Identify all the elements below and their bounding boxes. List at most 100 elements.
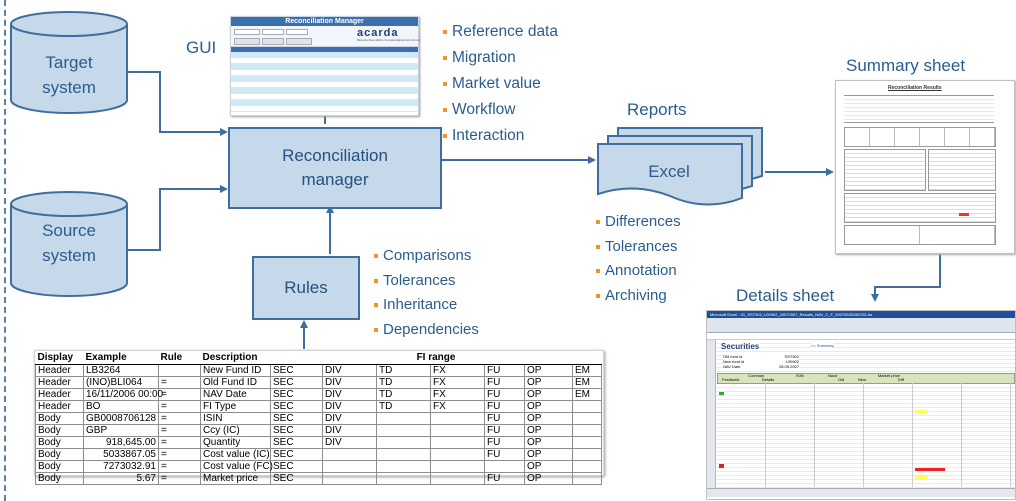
- table-cell: DIV: [322, 412, 377, 425]
- table-cell: Body: [35, 436, 84, 449]
- table-cell: FU: [484, 424, 525, 437]
- excel-label: Excel: [648, 162, 690, 181]
- table-cell: (INO)BLI064: [83, 376, 159, 389]
- table-cell: LB3264: [83, 364, 159, 377]
- arrow-target-to-manager: [127, 71, 228, 136]
- table-cell: Quantity: [200, 436, 271, 449]
- table-cell: 16/11/2006 00:00: [83, 388, 163, 401]
- details-summary-link[interactable]: << Summary: [811, 343, 834, 348]
- table-cell: =: [158, 436, 201, 449]
- table-cell: GB0008706128: [83, 412, 159, 425]
- table-cell: TD: [376, 388, 431, 401]
- table-cell: 5033867.05: [83, 448, 159, 461]
- table-cell: [376, 436, 431, 449]
- gui-thumb-title: Reconciliation Manager: [231, 17, 418, 26]
- table-cell: EM: [571, 376, 603, 389]
- col-subheader: Positionid: [722, 377, 740, 382]
- source-system: Source system: [8, 190, 130, 300]
- table-cell: =: [158, 388, 201, 401]
- table-cell: SEC: [270, 472, 323, 485]
- excel-bullet: Archiving: [596, 286, 681, 311]
- table-cell: FX: [430, 400, 485, 413]
- table-cell: FU: [484, 448, 525, 461]
- table-cell: =: [158, 448, 201, 461]
- table-cell: [322, 460, 377, 473]
- table-cell: [322, 448, 377, 461]
- table-cell: [376, 472, 431, 485]
- gui-thumb-logo-sub: Benutzerfreundliche Komplexitätsbeherrsc…: [357, 38, 421, 42]
- details-sheet-thumbnail: Microsoft Excel - 01_SST902_L00902_20070…: [706, 310, 1016, 500]
- table-cell: [376, 448, 431, 461]
- field-label: Old fund id: [723, 354, 743, 359]
- table-cell: DIV: [322, 400, 377, 413]
- source-system-line-1: Source: [42, 221, 96, 240]
- table-cell: OP: [524, 448, 573, 461]
- summary-thumb-title: Reconciliation Results: [888, 85, 942, 91]
- gui-thumb-logo: acarda: [357, 27, 399, 39]
- table-cell: EM: [571, 364, 603, 377]
- rules-table: Display Example Rule Description FI rang…: [35, 351, 603, 485]
- col-header: FI range: [270, 351, 602, 365]
- details-sheet-title: Securities: [721, 342, 760, 351]
- table-cell: New Fund ID: [200, 364, 271, 377]
- target-system-cylinder-icon: [10, 11, 128, 114]
- gui-bullet-list: Reference data Migration Market value Wo…: [443, 22, 558, 152]
- col-header: Market price: [878, 373, 901, 378]
- table-cell: [376, 460, 431, 473]
- gui-bullet: Reference data: [443, 22, 558, 48]
- reconciliation-manager-line-1: Reconciliation: [282, 146, 388, 165]
- table-cell: FU: [484, 376, 525, 389]
- table-cell: OP: [524, 388, 573, 401]
- table-cell: [571, 412, 603, 425]
- table-cell: OP: [524, 400, 573, 413]
- gui-bullet: Workflow: [443, 100, 558, 126]
- table-cell: [158, 364, 201, 377]
- table-cell: SEC: [270, 424, 323, 437]
- col-header: Rule: [158, 351, 201, 365]
- table-cell: FU: [484, 400, 525, 413]
- gui-bullet: Migration: [443, 48, 558, 74]
- target-system: Target system: [8, 10, 130, 116]
- table-cell: [376, 424, 431, 437]
- table-cell: DIV: [322, 376, 377, 389]
- table-cell: =: [158, 472, 201, 485]
- rules-box: Rules: [252, 256, 360, 320]
- table-cell: OP: [524, 424, 573, 437]
- table-cell: [430, 412, 485, 425]
- col-header: Display: [35, 351, 84, 365]
- table-cell: [571, 436, 603, 449]
- table-cell: FX: [430, 388, 485, 401]
- excel-reports-stack-icon: [597, 127, 763, 206]
- table-cell: =: [158, 400, 201, 413]
- table-cell: [571, 448, 603, 461]
- col-header: Example: [83, 351, 159, 365]
- table-cell: Header: [35, 364, 84, 377]
- table-cell: OP: [524, 472, 573, 485]
- col-header: Description: [200, 351, 271, 365]
- table-cell: ISIN: [200, 412, 271, 425]
- table-cell: FX: [430, 376, 485, 389]
- summary-sheet-thumbnail: Reconciliation Results: [835, 80, 1015, 254]
- reconciliation-manager-box: Reconciliation manager: [228, 127, 442, 209]
- table-cell: SEC: [270, 436, 323, 449]
- table-cell: SEC: [270, 460, 323, 473]
- table-cell: DIV: [322, 424, 377, 437]
- table-cell: [322, 472, 377, 485]
- table-cell: TD: [376, 376, 431, 389]
- excel-bullet: Tolerances: [596, 237, 681, 262]
- table-cell: OP: [524, 412, 573, 425]
- table-cell: =: [158, 376, 201, 389]
- table-cell: =: [158, 424, 201, 437]
- col-subheader: New: [858, 377, 867, 382]
- table-cell: FI Type: [200, 400, 271, 413]
- table-cell: OP: [524, 364, 573, 377]
- rules-bullet: Tolerances: [374, 271, 479, 296]
- table-cell: BO: [83, 400, 159, 413]
- table-cell: =: [158, 412, 201, 425]
- table-cell: 5.67: [83, 472, 159, 485]
- reconciliation-manager-line-2: manager: [301, 170, 369, 189]
